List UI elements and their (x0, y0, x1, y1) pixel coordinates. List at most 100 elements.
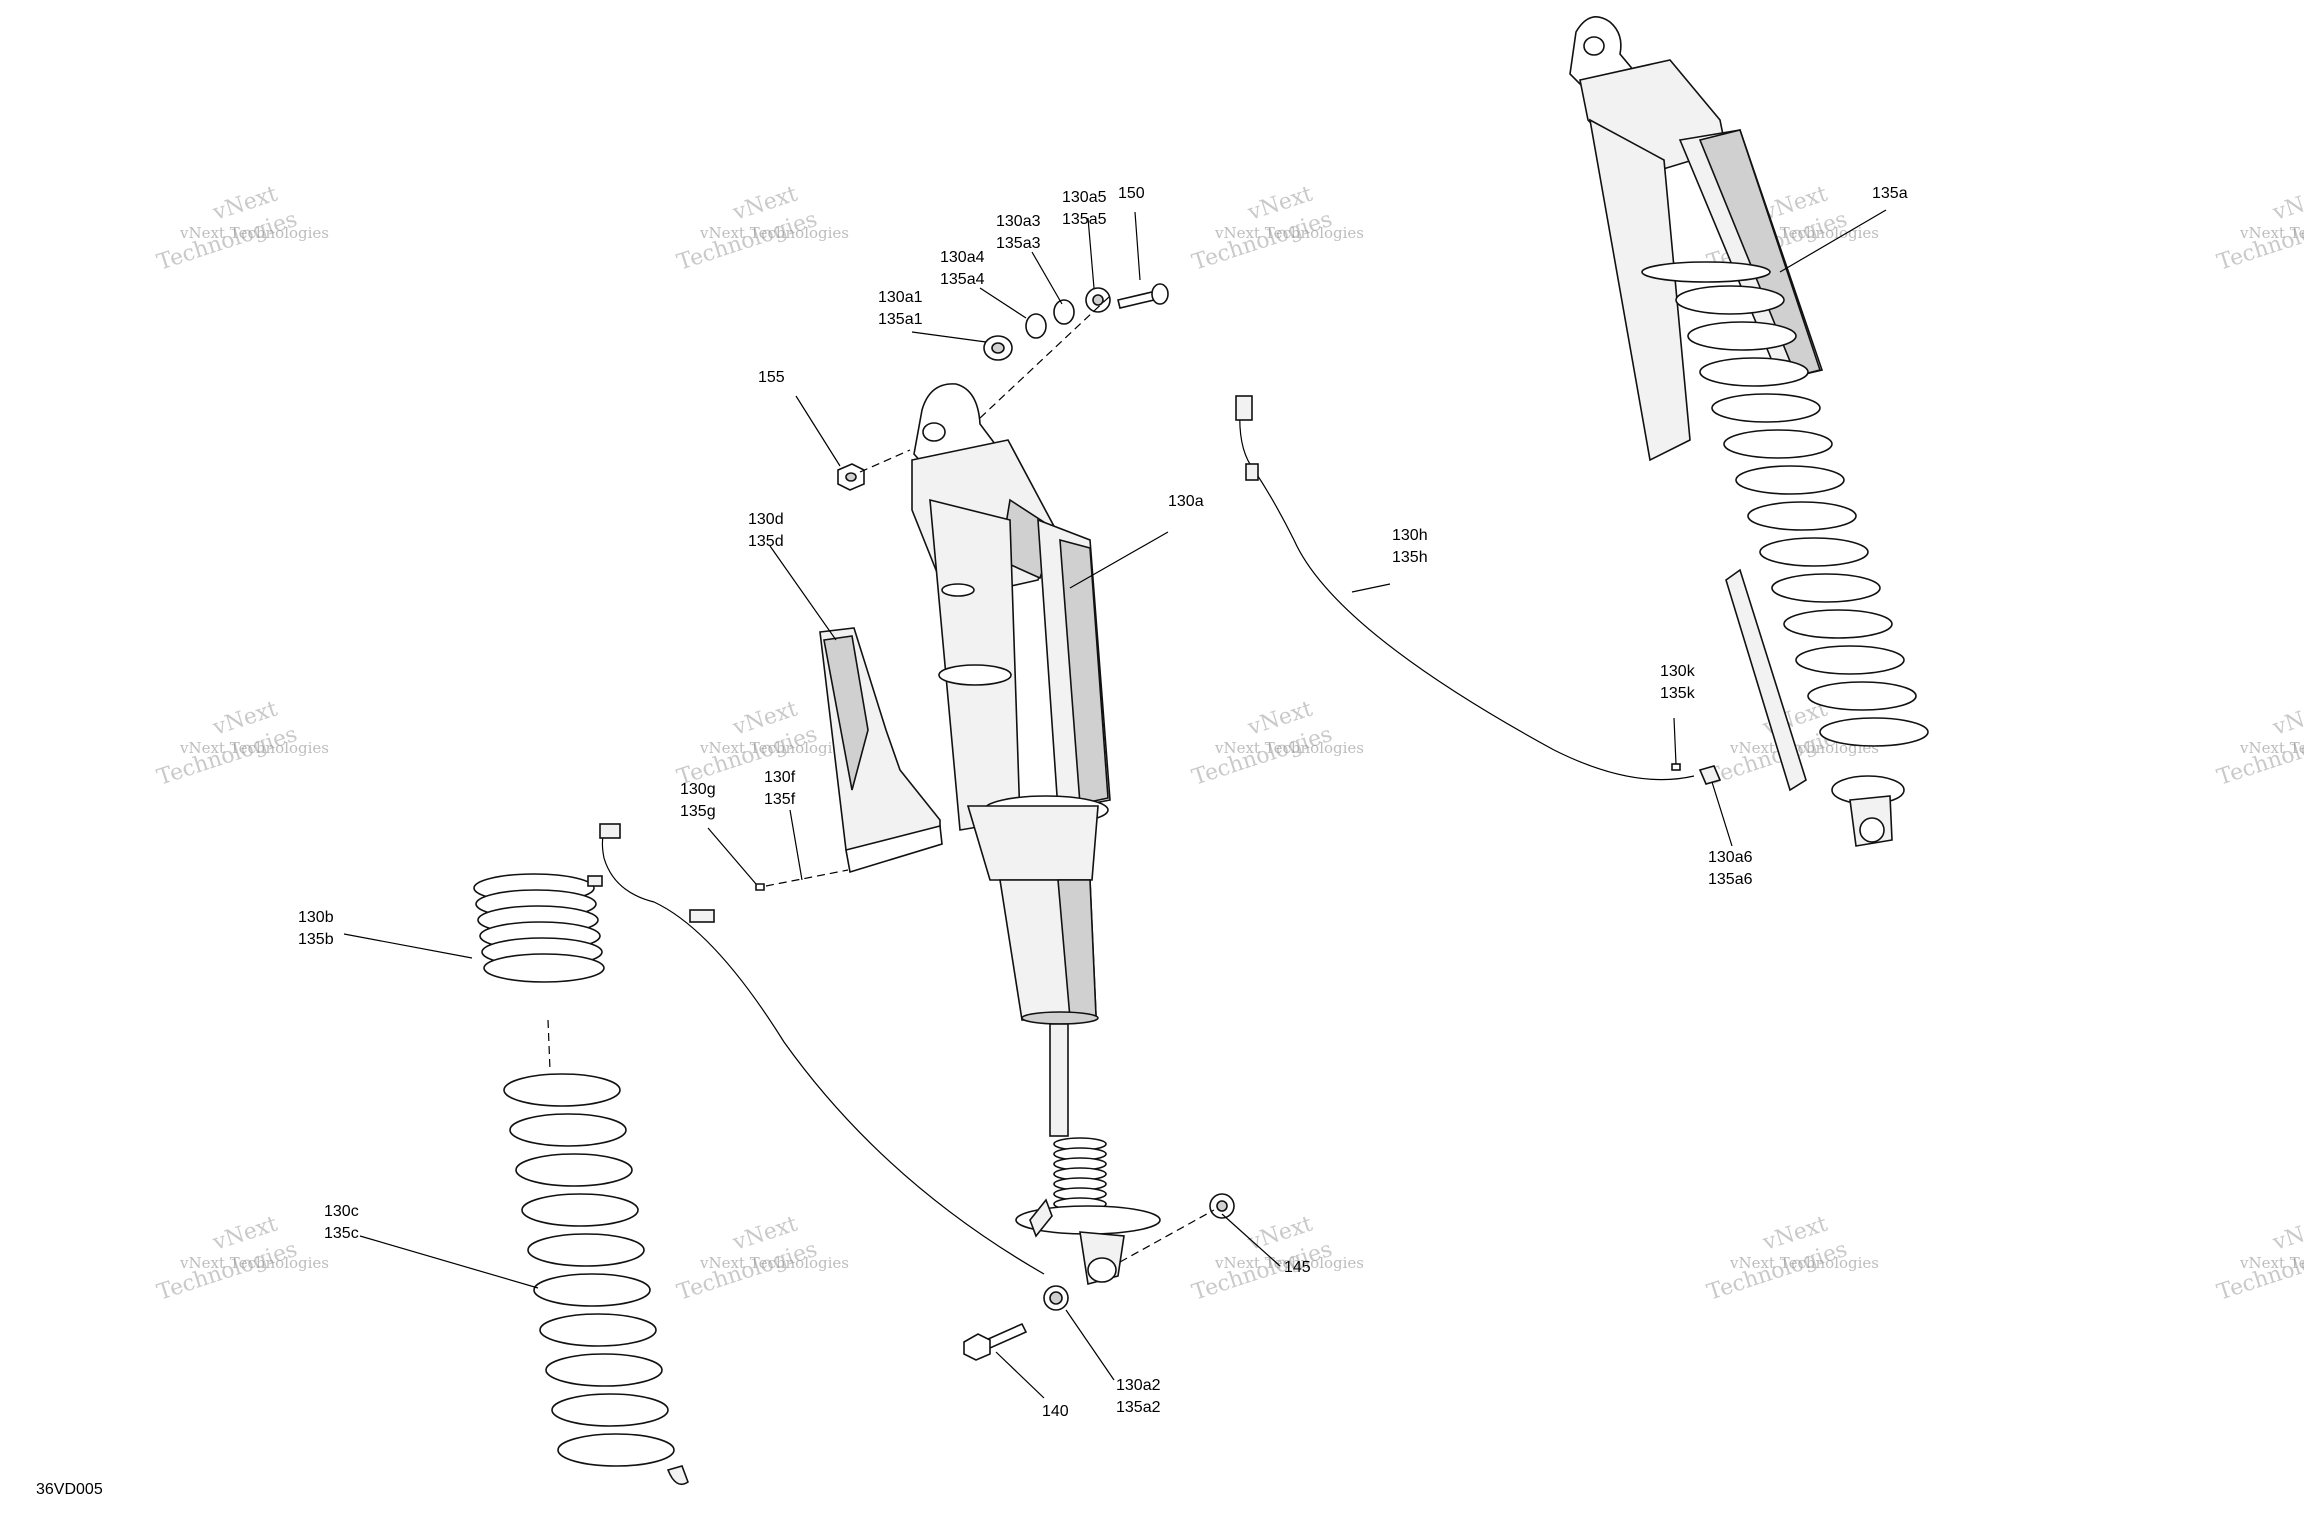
bolt-150-head (1151, 283, 1169, 305)
callout-135a4: 135a4 (940, 271, 985, 288)
axis-upper-hardware (979, 295, 1111, 419)
callout-135a5: 135a5 (1062, 211, 1107, 228)
spring-coil (1819, 717, 1929, 747)
bolt-140-shank (984, 1322, 1028, 1350)
callout-130a: 130a (1168, 493, 1204, 510)
callout-135c: 135c (324, 1225, 359, 1242)
fastener-130k (1671, 763, 1681, 771)
callout-130k: 130k (1660, 663, 1696, 680)
spring-coil (551, 1393, 669, 1427)
front-shock-130a (911, 383, 1161, 1286)
spring-coil (1711, 393, 1821, 423)
cable-connector-rear (1235, 395, 1253, 421)
spring-coil (1807, 681, 1917, 711)
lower-spring-130c (503, 1073, 689, 1486)
callout-130g: 130g (680, 781, 716, 798)
spring-coil (1783, 609, 1893, 639)
watermark-line: vNext Technologies (1214, 739, 1364, 757)
callout-135a: 135a (1872, 185, 1908, 202)
shock-cyl-bottom (1021, 1011, 1099, 1025)
watermark-line: vNext Technologies (1214, 1254, 1364, 1272)
spring-coil (1759, 537, 1869, 567)
sensor-cable-rear (1239, 409, 1695, 781)
shock-guard-130d (819, 627, 943, 874)
rear-shock-body (1588, 118, 1691, 462)
shock-eye-bore (922, 422, 946, 442)
cable-clip-rear (1245, 463, 1259, 481)
axis-145 (1119, 1209, 1215, 1263)
watermark-line: vNext Technologies (2239, 1254, 2304, 1272)
watermark-line: vNext Technologies (2239, 224, 2304, 242)
spring-coil (483, 953, 605, 983)
sensor-130a6 (1698, 765, 1722, 785)
callout-130b: 130b (298, 909, 334, 926)
spring-coil (515, 1153, 633, 1187)
spring-coil (527, 1233, 645, 1267)
callout-135b: 135b (298, 931, 334, 948)
shock-ring-1 (941, 583, 975, 597)
upper-spring-130b (473, 873, 605, 983)
callout-140: 140 (1042, 1403, 1069, 1420)
watermark-line: vNext Technologies (699, 1254, 849, 1272)
spring-coil (1699, 357, 1809, 387)
sensor-cable-front (601, 827, 1045, 1275)
callout-135h: 135h (1392, 549, 1428, 566)
rear-guard (1725, 568, 1807, 792)
callout-130a4: 130a4 (940, 249, 985, 266)
rear-eye-bore (1583, 36, 1605, 56)
lower-hardware (963, 1193, 1235, 1361)
spring-coil (1735, 465, 1845, 495)
callout-130a5: 130a5 (1062, 189, 1107, 206)
rear-shock-135a (1569, 16, 1929, 847)
axis-130g (765, 869, 849, 887)
shock-shaft (1049, 1023, 1069, 1137)
leader-lines (343, 209, 1887, 1399)
callout-135d: 135d (748, 533, 784, 550)
spring-coil (557, 1433, 675, 1467)
shock-reservoir-shade (1059, 538, 1109, 805)
callout-155: 155 (758, 369, 785, 386)
watermark-line: vNext Technologies (179, 224, 329, 242)
spring-coil (1795, 645, 1905, 675)
spacer-130a5-bore (1092, 294, 1104, 306)
spring-coil (1675, 285, 1785, 315)
watermark-line: vNext Technologies (179, 1254, 329, 1272)
callout-135a6: 135a6 (1708, 871, 1753, 888)
callout-labels: 150 130a5 135a5 130a3 135a3 130a4 135a4 … (36, 185, 1908, 1498)
spring-coil (1771, 573, 1881, 603)
callout-130d: 130d (748, 511, 784, 528)
bearing-130a1-bore (991, 342, 1005, 354)
spring-coil (1747, 501, 1857, 531)
nut-155-bore (845, 472, 857, 482)
shock-bottom-eye (1087, 1257, 1117, 1283)
diagram-id: 36VD005 (36, 1481, 103, 1498)
bearing-130a2-bore (1049, 1291, 1063, 1305)
callout-135a3: 135a3 (996, 235, 1041, 252)
spring-coil (1687, 321, 1797, 351)
callout-130a2: 130a2 (1116, 1377, 1161, 1394)
callout-130a6: 130a6 (1708, 849, 1753, 866)
watermark-line: vNext Technologies (1729, 1254, 1879, 1272)
rear-spring-collar (1641, 261, 1771, 283)
spring-tail-end (666, 1465, 689, 1486)
shock-collar (966, 805, 1099, 881)
bolt-150-shank (1117, 291, 1155, 309)
callout-150: 150 (1118, 185, 1145, 202)
cable-sleeve-front (689, 909, 715, 923)
cable-connector-front (599, 823, 621, 839)
callout-130a1: 130a1 (878, 289, 923, 306)
